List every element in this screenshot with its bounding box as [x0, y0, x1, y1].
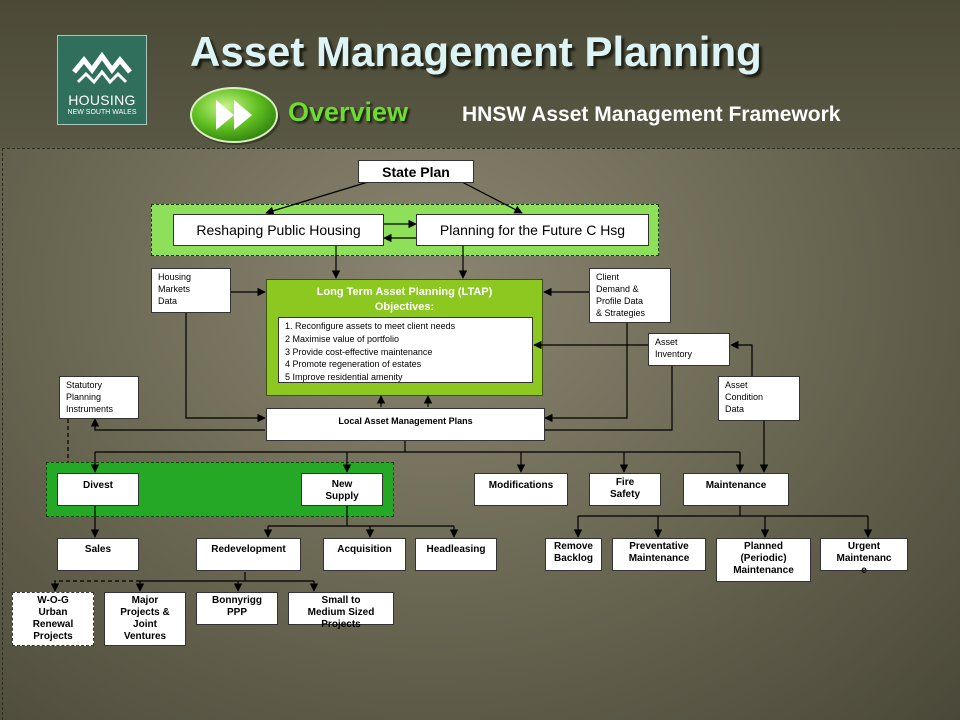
- divest-box[interactable]: Divest: [57, 473, 139, 506]
- reshaping-public-housing-box[interactable]: Reshaping Public Housing: [173, 214, 384, 246]
- ltap-objectives-list: 1. Reconfigure assets to meet client nee…: [278, 317, 533, 383]
- asset-inventory-box[interactable]: Asset Inventory: [648, 333, 730, 366]
- content-border-top: [2, 148, 960, 149]
- small-medium-projects-box[interactable]: Small to Medium Sized Projects: [288, 592, 394, 630]
- objective-item: 2 Maximise value of portfolio: [285, 333, 400, 344]
- content-border-left: [2, 148, 3, 720]
- bonnyrigg-ppp-box[interactable]: Bonnyrigg PPP: [196, 592, 278, 625]
- state-plan-box[interactable]: State Plan: [358, 160, 474, 183]
- planning-future-box[interactable]: Planning for the Future C Hsg: [416, 214, 649, 246]
- objective-item: 4 Promote regeneration of estates: [285, 359, 422, 370]
- maintenance-box[interactable]: Maintenance: [683, 473, 789, 506]
- remove-backlog-box[interactable]: Remove Backlog: [545, 538, 602, 571]
- planned-maintenance-box[interactable]: Planned (Periodic) Maintenance: [716, 538, 811, 582]
- ltap-title: Long Term Asset Planning (LTAP) Objectiv…: [316, 286, 493, 313]
- header-band: [0, 0, 960, 148]
- new-supply-box[interactable]: New Supply: [301, 473, 383, 506]
- statutory-planning-box[interactable]: Statutory Planning Instruments: [59, 376, 139, 419]
- acquisition-box[interactable]: Acquisition: [323, 538, 406, 571]
- headleasing-box[interactable]: Headleasing: [415, 538, 497, 571]
- client-demand-box[interactable]: Client Demand & Profile Data & Strategie…: [589, 268, 671, 323]
- preventative-maintenance-box[interactable]: Preventative Maintenance: [612, 538, 706, 571]
- urgent-maintenance-box[interactable]: Urgent Maintenanc e: [820, 538, 908, 576]
- modifications-box[interactable]: Modifications: [474, 473, 568, 506]
- local-asset-plans-box[interactable]: Local Asset Management Plans: [266, 408, 545, 441]
- page-title: Asset Management Planning: [190, 28, 762, 75]
- page-subtitle: HNSW Asset Management Framework: [462, 103, 841, 126]
- objective-item: 3 Provide cost-effective maintenance: [285, 346, 433, 357]
- sales-box[interactable]: Sales: [57, 538, 139, 571]
- fast-forward-icon[interactable]: [188, 84, 284, 148]
- logo-text-nsw: NEW SOUTH WALES: [67, 109, 137, 116]
- overview-label: Overview: [288, 97, 409, 127]
- major-projects-box[interactable]: Major Projects & Joint Ventures: [104, 592, 186, 646]
- objective-item: 5 Improve residential amenity: [285, 372, 403, 383]
- redevelopment-box[interactable]: Redevelopment: [196, 538, 301, 571]
- housing-roofs-icon: [72, 51, 132, 85]
- housing-markets-data-box[interactable]: Housing Markets Data: [151, 268, 231, 313]
- wog-urban-renewal-box[interactable]: W-O-G Urban Renewal Projects: [12, 592, 94, 646]
- asset-condition-box[interactable]: Asset Condition Data: [718, 376, 800, 421]
- logo-text-housing: HOUSING: [68, 92, 136, 108]
- fire-safety-box[interactable]: Fire Safety: [589, 473, 661, 506]
- objective-item: 1. Reconfigure assets to meet client nee…: [285, 321, 456, 331]
- housing-nsw-logo: HOUSING NEW SOUTH WALES: [57, 35, 147, 125]
